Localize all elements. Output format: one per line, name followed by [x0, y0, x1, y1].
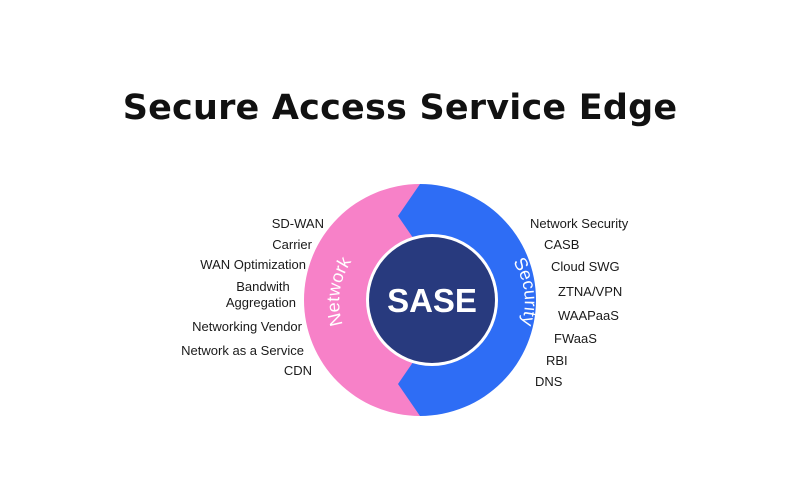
network-item-wan-optimization: WAN Optimization: [200, 257, 306, 272]
security-item-waapaas: WAAPaaS: [558, 308, 619, 323]
network-item-cdn: CDN: [283, 363, 312, 378]
security-item-fwaas: FWaaS: [554, 331, 597, 346]
network-item-bandwith: Bandwith: [236, 279, 290, 294]
security-item-ztna-vpn: ZTNA/VPN: [558, 284, 623, 299]
center-circle: [369, 237, 495, 363]
security-item-cloud-swg: Cloud SWG: [551, 259, 620, 274]
page-title: Secure Access Service Edge: [122, 88, 678, 128]
network-item-network-as-a-service: Network as a Service: [181, 343, 304, 358]
network-item-carrier: Carrier: [272, 237, 312, 252]
center-label: SASE: [387, 282, 477, 319]
network-item-sd-wan: SD-WAN: [271, 216, 324, 231]
security-item-casb: CASB: [544, 237, 580, 252]
network-item-networking-vendor: Networking Vendor: [192, 319, 302, 334]
security-item-rbi: RBI: [546, 353, 568, 368]
network-item-aggregation: Aggregation: [225, 295, 296, 310]
security-item-network-security: Network Security: [530, 216, 629, 231]
security-item-dns: DNS: [535, 374, 563, 389]
